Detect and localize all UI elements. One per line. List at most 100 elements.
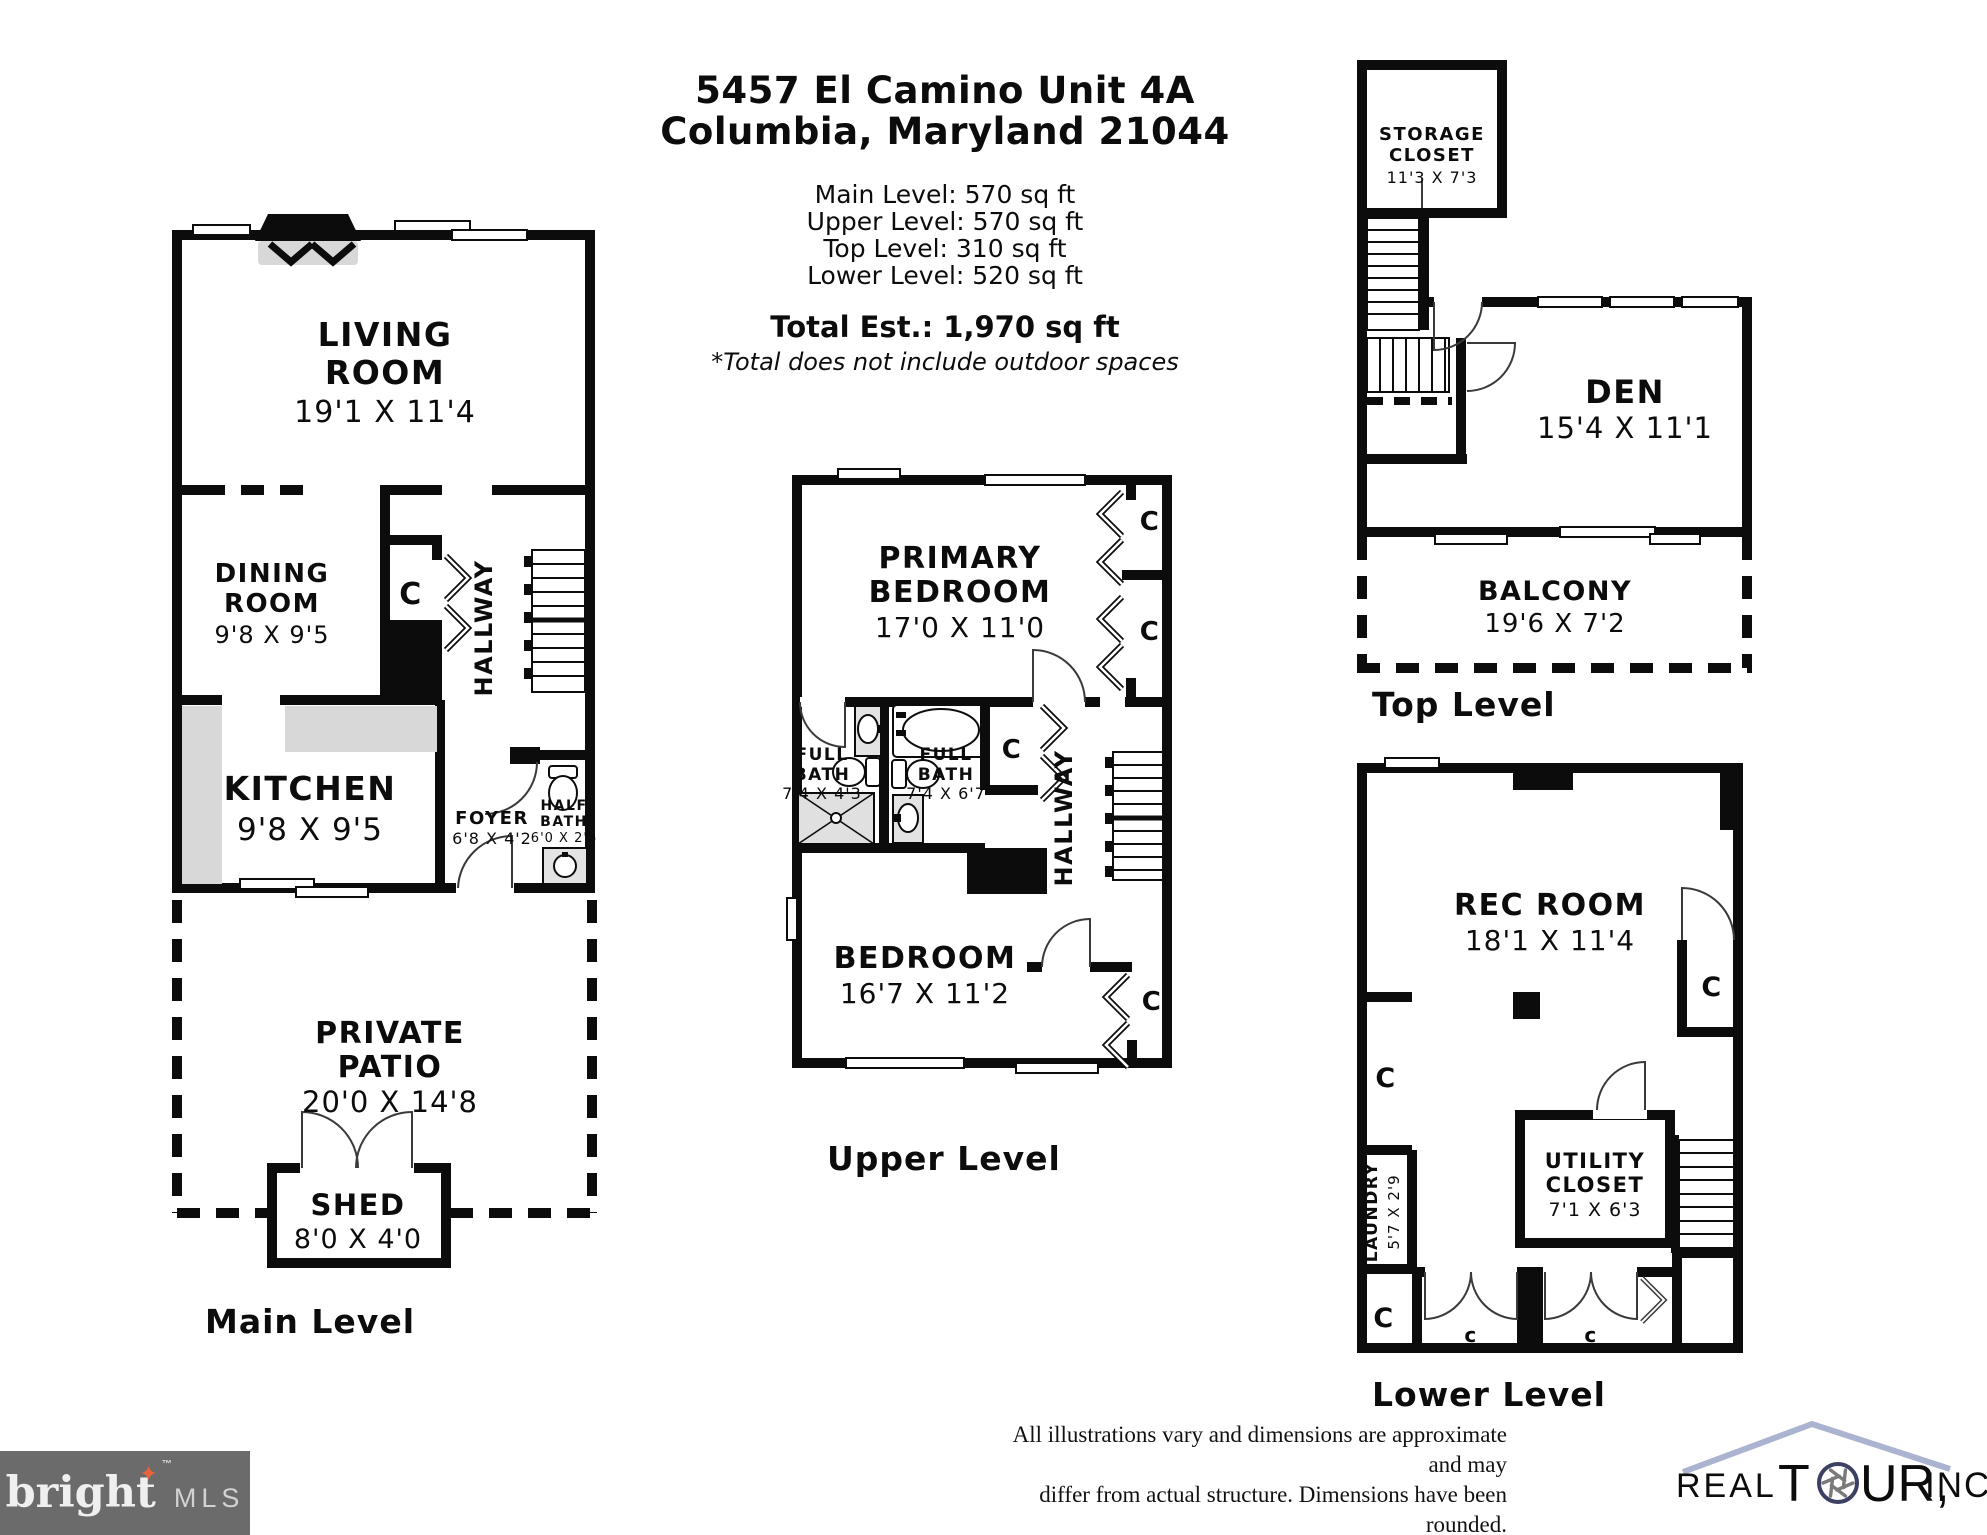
stairs-main-level [524, 549, 586, 693]
trademark-symbol: ™ [161, 1458, 172, 1470]
aperture-icon [1817, 1462, 1859, 1504]
stairs-top-level [1366, 217, 1450, 393]
room-dims-bath2: 7'4 X 6'7 [906, 784, 986, 803]
closet-bifold-chevron-icon [1101, 972, 1131, 1070]
room-label-bath2-1: FULL [919, 745, 972, 765]
realtour-real-text: REAL [1676, 1467, 1777, 1505]
door-arc [484, 761, 538, 815]
window-icon [1649, 533, 1701, 545]
room-label-rec: REC ROOM [1454, 888, 1646, 923]
bright-text: bright [5, 1467, 156, 1518]
wall-mass [967, 848, 1047, 894]
realtour-ur-text: UR, [1860, 1455, 1950, 1513]
wall-mass [380, 620, 442, 700]
room-label-laundry: LAUNDRY [1362, 1162, 1382, 1263]
window-icon [786, 897, 798, 941]
room-dims-halfbath: 6'0 X 2'6 [531, 831, 597, 846]
room-dims-dining: 9'8 X 9'5 [215, 621, 330, 649]
hallway-label: HALLWAY [470, 560, 498, 697]
room-label-halfbath-2: BATH [540, 814, 588, 830]
disclaimer-line: differ from actual structure. Dimensions… [1039, 1482, 1507, 1535]
closet-bifold-chevron-icon [443, 553, 473, 653]
wall-mass [1720, 763, 1743, 830]
window-icon [984, 474, 1086, 486]
closet-label: C [1701, 972, 1722, 1003]
room-label-balcony: BALCONY [1478, 576, 1632, 607]
level-label-main: Main Level [205, 1302, 415, 1341]
closet-label: C [1140, 507, 1161, 537]
door-arc [1466, 342, 1517, 392]
room-label-utility-1: UTILITY [1545, 1149, 1645, 1173]
french-doors-icon [301, 1110, 413, 1169]
area-main: Main Level: 570 sq ft [814, 179, 1076, 209]
window-icon [1434, 533, 1508, 545]
room-dims-den: 15'4 X 11'1 [1537, 411, 1713, 445]
bathtub-icon [892, 704, 986, 758]
bathroom-sink-icon [542, 847, 588, 885]
closet-label: C [1142, 987, 1163, 1017]
plan-main-level: LIVING ROOM 19'1 X 11'4 DINING ROOM 9'8 … [172, 214, 597, 1341]
door-swing-icon [1640, 1276, 1668, 1324]
area-summary: Main Level: 570 sq ft Upper Level: 570 s… [585, 181, 1305, 289]
window-icon [1681, 296, 1739, 308]
closet-label: C [1002, 735, 1023, 765]
bright-wordmark: bright ✦ ™ [6, 1459, 172, 1515]
window-icon [451, 229, 528, 241]
fireplace-icon [255, 214, 361, 267]
room-label-storage-2: CLOSET [1389, 145, 1475, 166]
room-label-storage-1: STORAGE [1379, 124, 1485, 145]
room-dims-primary: 17'0 X 11'0 [875, 611, 1045, 644]
door-arc [457, 834, 513, 889]
area-lower: Lower Level: 520 sq ft [807, 260, 1083, 290]
window-icon [1384, 757, 1440, 769]
realtour-logo: REAL T UR, INC [1676, 1420, 1987, 1513]
room-label-foyer: FOYER [455, 808, 529, 829]
bright-mls-logo: bright ✦ ™ MLS [0, 1451, 250, 1535]
closet-bifold-chevron-icon [1039, 703, 1069, 803]
room-dims-living: 19'1 X 11'4 [294, 395, 476, 430]
closet-bifold-chevron-icon [1095, 489, 1125, 692]
room-dims-rec: 18'1 X 11'4 [1465, 924, 1635, 957]
roof-icon [1681, 1420, 1951, 1475]
room-label-dining-1: DINING [215, 559, 330, 589]
support-column [1513, 992, 1540, 1019]
window-icon [1609, 296, 1675, 308]
door-opening [1593, 1103, 1647, 1119]
closet-label-small: c [1584, 1323, 1597, 1347]
room-dims-patio: 20'0 X 14'8 [302, 1085, 478, 1119]
window-icon [1537, 296, 1603, 308]
room-label-primary-1: PRIMARY [878, 541, 1041, 576]
room-label-kitchen: KITCHEN [224, 769, 397, 808]
room-label-dining-2: ROOM [224, 589, 320, 619]
star-icon: ✦ [139, 1461, 158, 1487]
realtour-inc-text: INC [1925, 1466, 1987, 1505]
toilet-icon [891, 759, 940, 789]
door-arc [1681, 886, 1735, 941]
wall-mass [510, 747, 540, 764]
closet-label: C [1140, 617, 1161, 647]
plan-upper-level: PRIMARY BEDROOM 17'0 X 11'0 C C FULL BAT… [782, 468, 1172, 1178]
closet-label: C [1373, 1303, 1394, 1334]
header: 5457 El Camino Unit 4A Columbia, Marylan… [585, 70, 1305, 376]
stairs-lower-level [1671, 1135, 1736, 1253]
kitchen-counter [285, 706, 437, 752]
room-label-living-2: ROOM [325, 353, 445, 392]
plan-top-level: STORAGE CLOSET 11'3 X 7'3 DEN 15'4 X 11'… [1357, 60, 1752, 724]
room-label-patio-2: PATIO [338, 1050, 443, 1085]
room-label-utility-2: CLOSET [1546, 1173, 1645, 1197]
door-arc [1041, 917, 1091, 968]
window-icon [1559, 526, 1656, 538]
room-label-bath1-1: FULL [795, 745, 848, 765]
room-label-halfbath-1: HALF [540, 798, 587, 814]
room-label-living-1: LIVING [318, 315, 453, 354]
wall-mass [1517, 1267, 1543, 1353]
disclaimer-line: All illustrations vary and dimensions ar… [1012, 1422, 1507, 1477]
room-label-shed: SHED [310, 1188, 405, 1222]
kitchen-counter [182, 706, 222, 884]
door-arc [799, 701, 846, 749]
french-doors-icon [1424, 1271, 1638, 1321]
room-dims-foyer: 6'8 X 4'2 [452, 829, 532, 848]
door-arc [1433, 301, 1483, 352]
window-icon [295, 886, 369, 898]
total-estimate: Total Est.: 1,970 sq ft [770, 309, 1120, 344]
